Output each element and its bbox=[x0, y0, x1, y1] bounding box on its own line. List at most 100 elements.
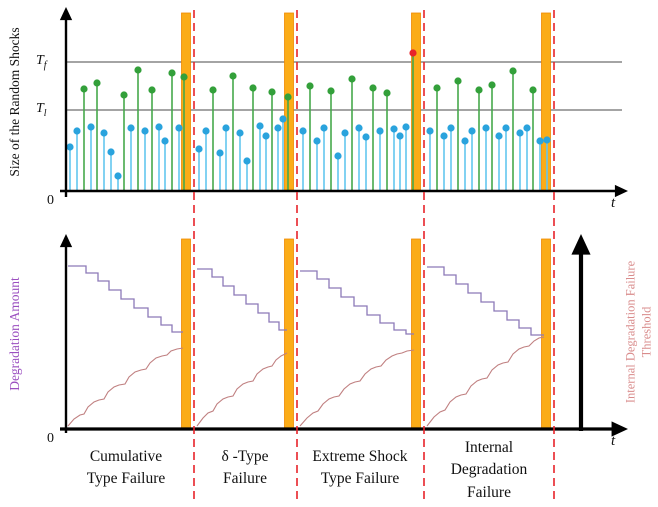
top-x-axis-arrow bbox=[614, 184, 628, 198]
shock-dot bbox=[87, 123, 95, 131]
shock-dot bbox=[516, 129, 524, 137]
shock-dot bbox=[80, 85, 88, 93]
shock-dot bbox=[66, 143, 74, 151]
region-label-line: Failure bbox=[223, 470, 267, 488]
shock-dot bbox=[509, 67, 517, 75]
shock-dot bbox=[202, 127, 210, 135]
region-label-delta-type-failure: δ -Type Failure bbox=[221, 446, 268, 491]
shock-dot bbox=[229, 72, 237, 80]
shock-dot bbox=[426, 127, 434, 135]
internal-degradation-failure-threshold-curve bbox=[427, 266, 544, 336]
failure-window-bar bbox=[284, 238, 294, 430]
shock-dot bbox=[523, 124, 531, 132]
shock-dot bbox=[93, 79, 101, 87]
failure-window-bar bbox=[284, 12, 294, 191]
threshold-tf-sub: f bbox=[43, 60, 47, 71]
threshold-tf-symbol: T bbox=[36, 53, 44, 68]
threshold-label-tf: Tf bbox=[36, 53, 47, 71]
top-origin-label: 0 bbox=[47, 193, 54, 208]
shock-dot bbox=[536, 137, 544, 145]
region-label-line: Type Failure bbox=[86, 470, 166, 488]
failure-window-bar bbox=[181, 238, 191, 430]
shock-dot bbox=[284, 93, 292, 101]
internal-degradation-failure-threshold-curve bbox=[197, 268, 287, 331]
shock-dot bbox=[249, 84, 257, 92]
shock-dot bbox=[175, 124, 183, 132]
shock-dot bbox=[461, 137, 469, 145]
bottom-x-axis-arrow bbox=[611, 421, 628, 437]
shock-dot bbox=[180, 73, 188, 81]
degradation-amount-curve bbox=[196, 352, 288, 427]
shock-dot bbox=[529, 86, 537, 94]
shock-dot bbox=[268, 88, 276, 96]
bottom-origin-label: 0 bbox=[47, 431, 54, 446]
shock-dot bbox=[256, 122, 264, 130]
region-label-line: Degradation bbox=[450, 461, 528, 479]
shock-dot bbox=[100, 129, 108, 137]
shock-dot bbox=[348, 75, 356, 83]
shock-dot bbox=[73, 127, 81, 135]
threshold-label-tl: Tl bbox=[36, 101, 47, 119]
shock-dot bbox=[468, 127, 476, 135]
shock-dot bbox=[134, 66, 142, 74]
shock-dot bbox=[495, 132, 503, 140]
shock-dot bbox=[454, 77, 462, 85]
shock-dot bbox=[148, 86, 156, 94]
internal-degradation-threshold-axis-label-line1: Internal Degradation Failure bbox=[623, 260, 638, 404]
shock-dot bbox=[274, 124, 282, 132]
shock-dot bbox=[482, 124, 490, 132]
shock-dot bbox=[341, 129, 349, 137]
shock-dot bbox=[320, 124, 328, 132]
shock-dot bbox=[127, 124, 135, 132]
shock-dot bbox=[383, 89, 391, 97]
shock-dot bbox=[390, 125, 398, 133]
shock-dot bbox=[243, 157, 251, 165]
shock-dot bbox=[502, 124, 510, 132]
shock-dot bbox=[141, 127, 149, 135]
shock-dot bbox=[440, 132, 448, 140]
failure-window-bar bbox=[541, 238, 551, 430]
shock-dot bbox=[306, 82, 314, 90]
shock-dot bbox=[362, 133, 370, 141]
region-label-line: δ -Type bbox=[221, 448, 269, 465]
region-label-line: Cumulative bbox=[89, 448, 163, 465]
shock-dot bbox=[209, 86, 217, 94]
shock-dot bbox=[409, 49, 417, 57]
shock-dot bbox=[488, 81, 496, 89]
shock-dot bbox=[114, 172, 122, 180]
shock-dot bbox=[355, 124, 363, 132]
shock-dot bbox=[161, 137, 169, 145]
shock-dot bbox=[155, 123, 163, 131]
internal-degradation-failure-threshold-curve bbox=[300, 270, 414, 335]
shock-dot bbox=[279, 115, 287, 123]
shock-dot bbox=[299, 127, 307, 135]
shock-dot bbox=[236, 129, 244, 137]
threshold-tl-symbol: T bbox=[36, 101, 44, 116]
shock-dot bbox=[475, 86, 483, 94]
shock-dot bbox=[376, 127, 384, 135]
shock-dot bbox=[396, 132, 404, 140]
bottom-right-y-axis-arrow bbox=[571, 234, 591, 255]
shock-dot bbox=[120, 91, 128, 99]
shock-dot bbox=[402, 123, 410, 131]
shock-dot bbox=[327, 87, 335, 95]
shock-dot bbox=[369, 84, 377, 92]
region-label-line: Failure bbox=[467, 483, 511, 501]
degradation-amount-curve bbox=[67, 347, 184, 427]
failure-window-bar bbox=[541, 12, 551, 191]
region-label-line: Extreme Shock bbox=[312, 448, 408, 465]
shock-dot bbox=[543, 136, 551, 144]
shock-dot bbox=[262, 132, 270, 140]
shock-dot bbox=[222, 124, 230, 132]
shock-dot bbox=[313, 137, 321, 145]
shock-dot bbox=[195, 145, 203, 153]
shock-dot bbox=[216, 149, 224, 157]
shock-dot bbox=[168, 69, 176, 77]
bottom-x-axis-label: t bbox=[611, 433, 616, 449]
region-label-extreme-shock-type-failure: Extreme Shock Type Failure bbox=[312, 446, 407, 491]
failure-window-bar bbox=[181, 12, 191, 191]
internal-degradation-failure-threshold-curve bbox=[68, 265, 183, 333]
degradation-amount-axis-label: Degradation Amount bbox=[7, 277, 22, 391]
